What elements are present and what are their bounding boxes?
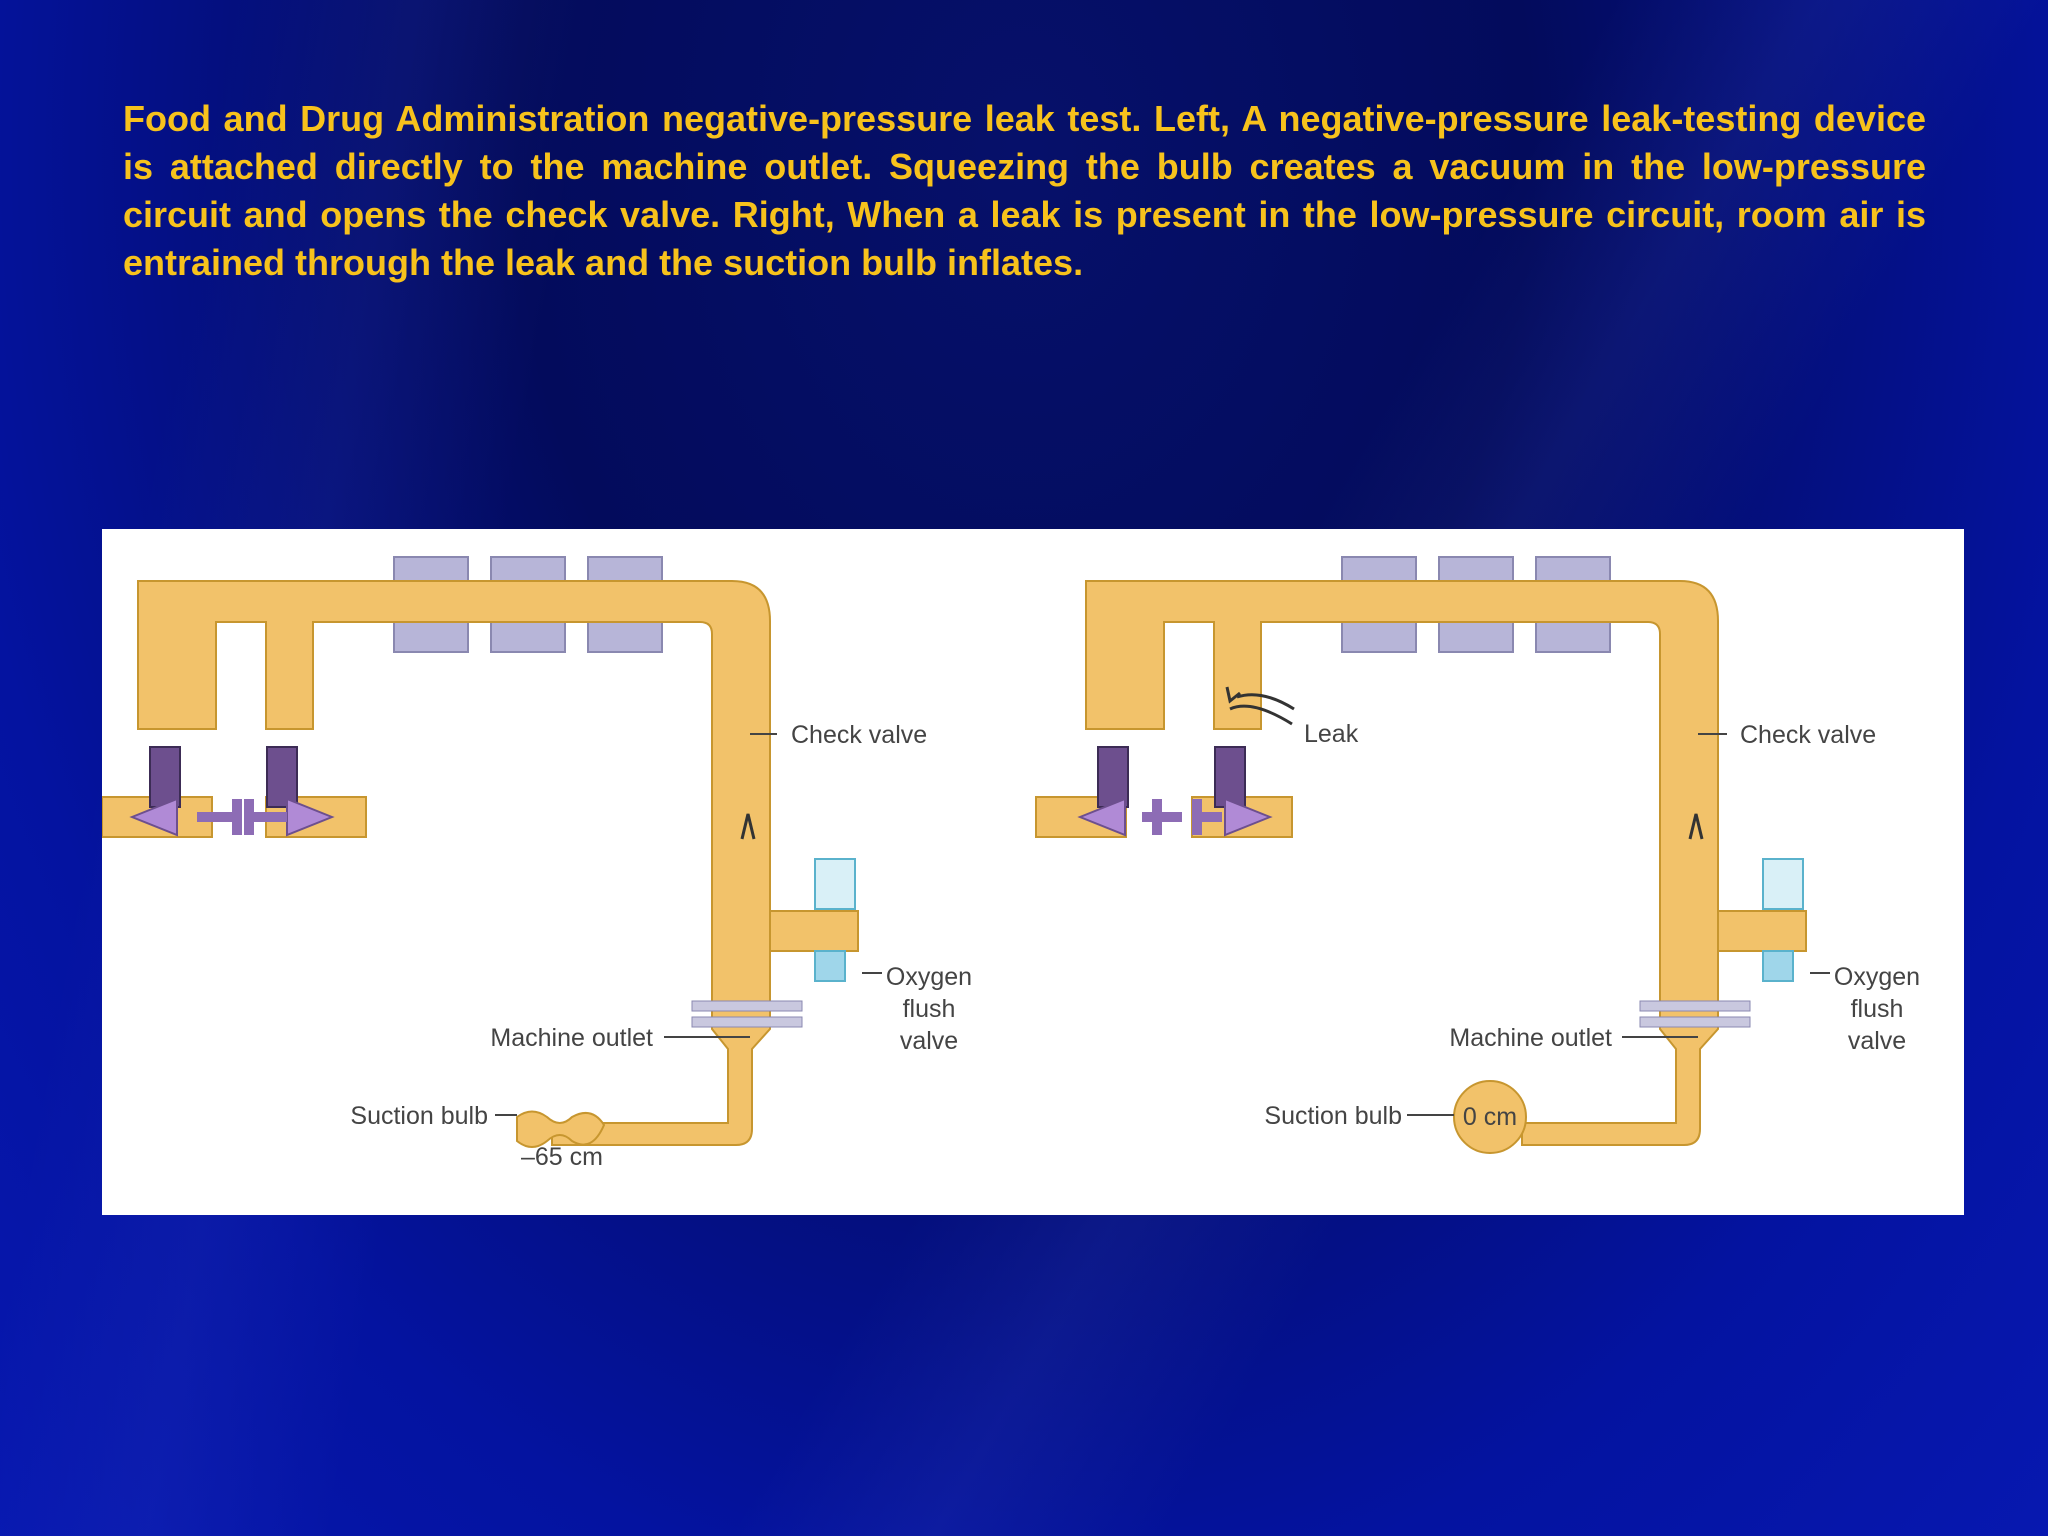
valve-arrow-icon	[129, 797, 178, 837]
leak-airflow-icon	[1225, 686, 1295, 726]
check-valve-icon	[740, 813, 756, 840]
machine-outlet-label: Machine outlet	[490, 1024, 653, 1052]
valve-stem	[1097, 746, 1129, 808]
outlet-plate	[691, 1016, 803, 1028]
valve-stem	[266, 746, 298, 808]
valve-stem	[149, 746, 181, 808]
valve-arrow-icon	[1077, 797, 1126, 837]
left-panel: Check valve Oxygen flush valve Machine o…	[102, 556, 972, 1171]
valve-knob	[1192, 799, 1202, 835]
suction-bulb-label: Suction bulb	[1264, 1102, 1402, 1130]
oxygen-flush-label-line2: flush	[1851, 995, 1904, 1023]
right-tubing	[1035, 580, 1807, 1146]
flush-valve-icon	[814, 950, 846, 982]
valve-knob	[244, 799, 254, 835]
check-valve-label: Check valve	[791, 721, 927, 749]
right-panel: Leak Check valve Oxygen flush valve Mach…	[1035, 556, 1920, 1154]
oxygen-flush-label-line1: Oxygen	[1834, 963, 1920, 991]
valve-knob	[247, 812, 287, 822]
suction-bulb-squeezed	[516, 1110, 606, 1148]
left-tubing	[102, 580, 859, 1146]
oxygen-flush-label-line2: flush	[903, 995, 956, 1023]
flush-valve-icon	[1762, 858, 1804, 910]
oxygen-flush-label-line3: valve	[900, 1027, 958, 1055]
flush-valve-icon	[1762, 950, 1794, 982]
valve-stem	[1214, 746, 1246, 808]
suction-bulb-label: Suction bulb	[350, 1102, 488, 1130]
outlet-plate	[1639, 1016, 1751, 1028]
oxygen-flush-label-line1: Oxygen	[886, 963, 972, 991]
valve-knob	[197, 812, 237, 822]
machine-outlet-label: Machine outlet	[1449, 1024, 1612, 1052]
valve-knob	[232, 799, 242, 835]
diagram-svg: Check valve Oxygen flush valve Machine o…	[102, 556, 1920, 1171]
leak-test-figure: Check valve Oxygen flush valve Machine o…	[102, 529, 1964, 1215]
slide-caption: Food and Drug Administration negative-pr…	[123, 98, 1926, 283]
leak-label: Leak	[1304, 720, 1359, 748]
check-valve-icon	[1688, 813, 1704, 840]
outlet-plate	[691, 1000, 803, 1012]
outlet-plate	[1639, 1000, 1751, 1012]
pressure-reading: –65 cm	[521, 1143, 603, 1171]
flush-valve-icon	[814, 858, 856, 910]
pressure-reading: 0 cm	[1463, 1103, 1517, 1131]
check-valve-label: Check valve	[1740, 721, 1876, 749]
valve-knob	[1192, 812, 1222, 822]
suction-bulb-inflated	[1453, 1080, 1527, 1154]
oxygen-flush-label-line3: valve	[1848, 1027, 1906, 1055]
valve-arrow-icon	[1224, 797, 1273, 837]
valve-knob	[1152, 799, 1162, 835]
